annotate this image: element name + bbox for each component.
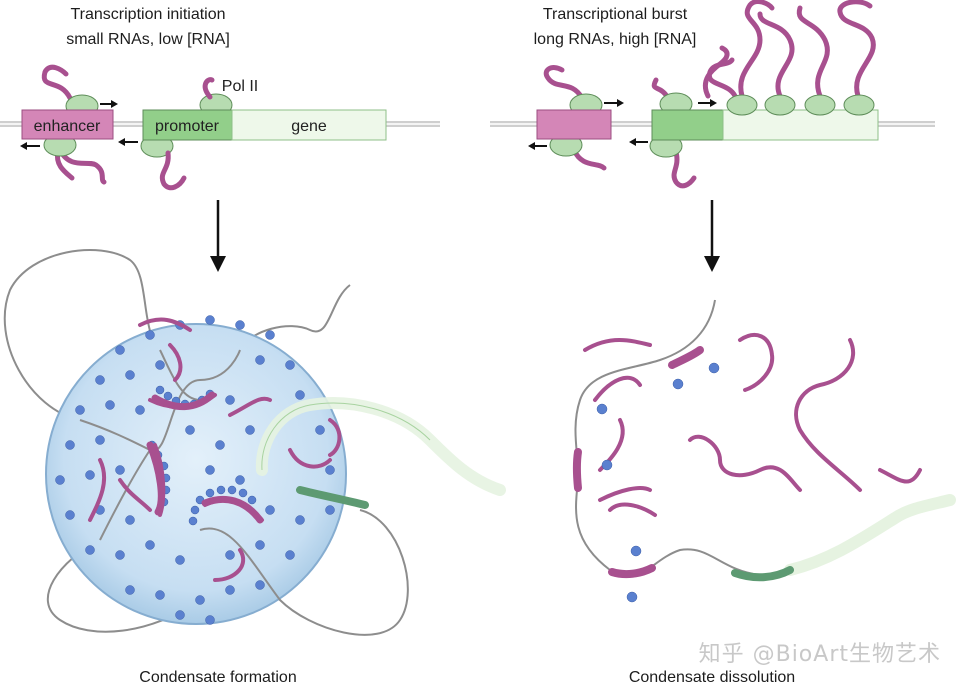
left-promoter-arrow-left [118, 138, 138, 146]
free-proteins [596, 362, 720, 603]
right-long-rna-4 [837, 0, 876, 99]
right-long-rna-1 [738, 0, 775, 99]
right-caption: Condensate dissolution [628, 669, 796, 686]
right-long-rna-3 [796, 5, 830, 99]
right-title-line2: long RNAs, high [RNA] [533, 31, 697, 48]
right-gene-box [722, 109, 879, 141]
left-polii-label: Pol II [222, 78, 258, 95]
right-promoter-segment [731, 566, 794, 582]
condensate-rnas-thick [146, 391, 264, 524]
right-long-rna-6 [706, 57, 738, 99]
left-chromatin-loop-top [239, 284, 351, 351]
right-gene-polii-3 [804, 94, 836, 116]
left-title-line2: small RNAs, low [RNA] [66, 31, 230, 48]
right-promoter-box [651, 109, 724, 141]
right-enhancer-segments [572, 346, 704, 579]
right-enhancer-box [536, 109, 612, 140]
right-enhancer-rna-top [543, 65, 585, 101]
left-enhancer-rna-bottom [57, 147, 107, 185]
left-down-arrow [210, 200, 226, 272]
right-gene-polii-4 [843, 94, 875, 116]
right-down-arrow [704, 200, 720, 272]
left-enhancer-label: enhancer [34, 118, 101, 135]
right-title-line1: Transcriptional burst [542, 6, 688, 23]
right-arrows [528, 99, 717, 150]
left-promoter-label: promoter [155, 118, 220, 135]
right-enhancer-rna-bottom [571, 147, 607, 171]
right-gene-polii-2 [764, 94, 796, 116]
left-chromatin-inside [79, 349, 281, 601]
left-enhancer-arrow-right [100, 100, 118, 108]
left-title-line1: Transcription initiation [70, 6, 226, 23]
left-promoter-segment [296, 486, 369, 509]
left-promoter-rna-bottom [159, 150, 187, 191]
left-gene-box [231, 109, 387, 141]
left-enhancer-box [21, 109, 114, 140]
right-long-rna-2 [757, 11, 795, 99]
free-rnas [583, 333, 922, 517]
left-caption: Condensate formation [139, 669, 297, 686]
watermark: 知乎 @BioArt生物艺术 [698, 642, 941, 667]
right-gene-fade [784, 494, 956, 576]
left-gene-segment-outline [261, 402, 431, 471]
left-gene-label: gene [291, 118, 327, 135]
left-promoter-rna-top [202, 77, 215, 100]
left-enhancer-arrow-left [20, 142, 40, 150]
right-gene-polii-1 [726, 94, 758, 116]
left-chromatin-loop-outer [3, 249, 161, 421]
condensate-proteins [55, 315, 335, 625]
left-enhancer-rna-top [41, 64, 73, 101]
right-promoter-rna-bottom [671, 149, 697, 189]
